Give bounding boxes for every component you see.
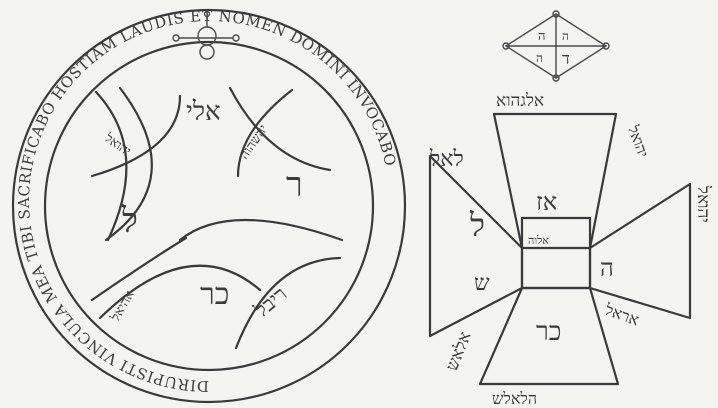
arm-right-letter: ה bbox=[600, 254, 614, 282]
diagram-right-top-label: יהואל bbox=[624, 122, 652, 160]
diagram-bottom-label: הלאלש bbox=[492, 389, 537, 408]
arm-top bbox=[494, 114, 616, 248]
seal-rim-inscription: DIRUPISTI VINCULA MEA TIBI SACRIFICABO H… bbox=[15, 7, 400, 395]
diagram-bottom-left-label: אלאש bbox=[442, 329, 476, 374]
diagram-bottom-right-label: אראל bbox=[602, 300, 642, 330]
arc-left-top bbox=[92, 96, 180, 176]
diagram-left-label: לאל bbox=[429, 147, 464, 172]
seal: DIRUPISTI VINCULA MEA TIBI SACRIFICABO H… bbox=[13, 7, 405, 402]
arc-center bbox=[180, 220, 342, 240]
seal-center-bottom-letters: כר bbox=[200, 277, 229, 312]
seal-center-left-letter: ל bbox=[121, 201, 138, 241]
diamond-letter-1: ה bbox=[538, 29, 545, 44]
arm-top-letters: אז bbox=[536, 188, 557, 216]
seal-inner-ring bbox=[45, 42, 373, 370]
center-square bbox=[522, 218, 590, 288]
arm-bottom-letters: כר bbox=[536, 317, 561, 347]
arm-left-letter: ל bbox=[469, 206, 485, 244]
diagram-right-label: יהואל bbox=[693, 185, 713, 223]
diamond: ה ה ה ד bbox=[503, 11, 609, 81]
arc-bottom-left bbox=[92, 238, 186, 300]
diamond-letter-3: ה bbox=[536, 51, 543, 65]
seal-lens-top-left: יהואל bbox=[101, 130, 133, 159]
seal-center-right-letter: ר bbox=[286, 165, 303, 205]
arm-left-inner-letter: ש bbox=[474, 271, 490, 296]
diamond-letter-2: ה bbox=[562, 29, 569, 43]
diagram: ה ה ה ד אלגהוא יהואל יהואל לאל אלאש הלאל… bbox=[429, 11, 713, 408]
diagram-top-label: אלגהוא bbox=[496, 91, 544, 111]
seal-rim-text: DIRUPISTI VINCULA MEA TIBI SACRIFICABO H… bbox=[15, 7, 400, 395]
diagram-center-word: אלוה bbox=[528, 234, 549, 247]
seal-center-top-letters: אלי bbox=[186, 97, 221, 127]
diamond-letter-4: ד bbox=[562, 49, 570, 68]
seal-lens-bottom-right: ריבל bbox=[249, 282, 291, 323]
seal-lens-top-right: יהשהוה bbox=[237, 122, 271, 162]
arm-right bbox=[590, 184, 690, 318]
